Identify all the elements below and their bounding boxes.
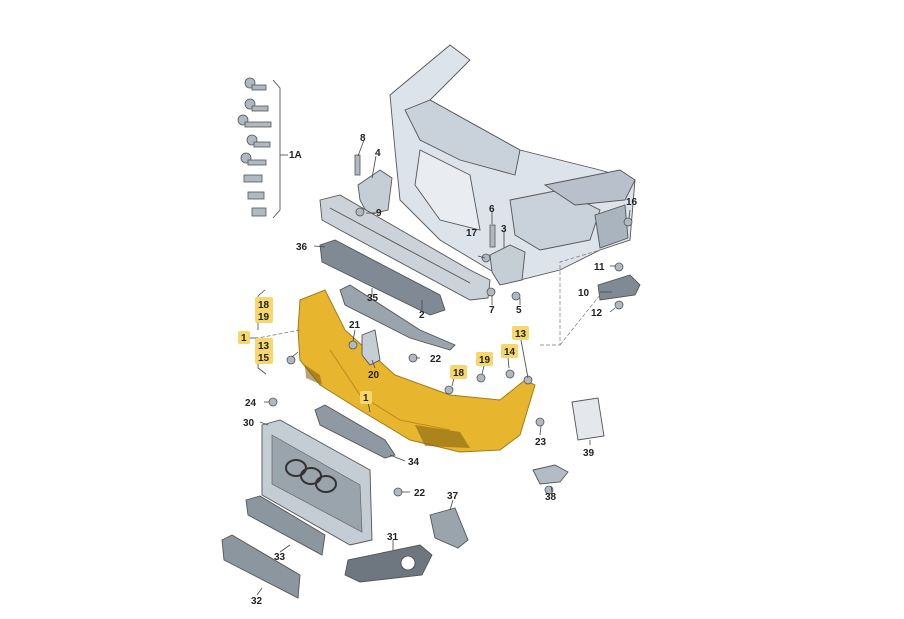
bracket-4 (357, 169, 393, 216)
label-15: 15 (258, 353, 270, 364)
label-24: 24 (245, 398, 257, 409)
bracket-20 (361, 329, 381, 366)
label-36: 36 (296, 242, 308, 253)
label-17: 17 (466, 228, 478, 239)
label-18-left: 18 (258, 300, 270, 311)
label-19-left: 19 (258, 312, 270, 323)
plate-33 (245, 495, 326, 556)
label-23: 23 (535, 437, 547, 448)
label-7: 7 (489, 305, 495, 316)
label-31: 31 (387, 532, 399, 543)
label-33: 33 (274, 552, 286, 563)
label-12: 12 (591, 308, 603, 319)
label-9: 9 (376, 208, 382, 219)
leader-lines (256, 139, 631, 596)
label-14: 14 (504, 347, 516, 358)
lower-grille-strip (314, 404, 396, 459)
label-13-left: 13 (258, 341, 270, 352)
bumper-beam (319, 194, 491, 301)
energy-absorber (319, 239, 446, 316)
label-21: 21 (349, 320, 361, 331)
reference-lines (257, 249, 601, 346)
license-plate-holder (221, 534, 301, 599)
label-6: 6 (489, 204, 495, 215)
label-35: 35 (367, 293, 379, 304)
label-22-upper: 22 (430, 354, 442, 365)
label-1-center: 1 (363, 393, 369, 404)
label-34: 34 (408, 457, 420, 468)
label-10: 10 (578, 288, 590, 299)
label-22-lower: 22 (414, 488, 426, 499)
label-4: 4 (375, 148, 381, 159)
upper-grille-strip (339, 284, 456, 351)
label-8: 8 (360, 133, 366, 144)
fog-lamp-grille (344, 544, 433, 583)
label-38: 38 (545, 492, 557, 503)
bracket-10 (597, 274, 641, 301)
label-18-right: 18 (453, 368, 465, 379)
label-30: 30 (243, 418, 255, 429)
radiator-grille (261, 419, 373, 546)
bracket-37 (429, 507, 469, 549)
label-32: 32 (251, 596, 263, 607)
part-38 (532, 464, 569, 485)
label-2: 2 (419, 310, 425, 321)
highlight-boxes (238, 297, 529, 404)
fastener-set (237, 77, 272, 217)
label-3: 3 (501, 224, 507, 235)
label-19-right: 19 (479, 355, 491, 366)
label-5: 5 (516, 305, 522, 316)
label-39: 39 (583, 448, 595, 459)
label-1A: 1A (289, 150, 302, 161)
label-13-right: 13 (515, 329, 527, 340)
label-1-left: 1 (241, 333, 247, 344)
label-16: 16 (626, 197, 638, 208)
repair-kit-bag (571, 397, 605, 441)
screws (268, 154, 633, 497)
front-carrier (389, 44, 636, 281)
label-37: 37 (447, 491, 459, 502)
label-11: 11 (594, 262, 605, 273)
part-labels: 1A 8 4 9 6 3 17 7 5 16 11 10 12 36 2 35 … (241, 133, 638, 607)
bracket-3 (489, 244, 526, 286)
label-20: 20 (368, 370, 380, 381)
